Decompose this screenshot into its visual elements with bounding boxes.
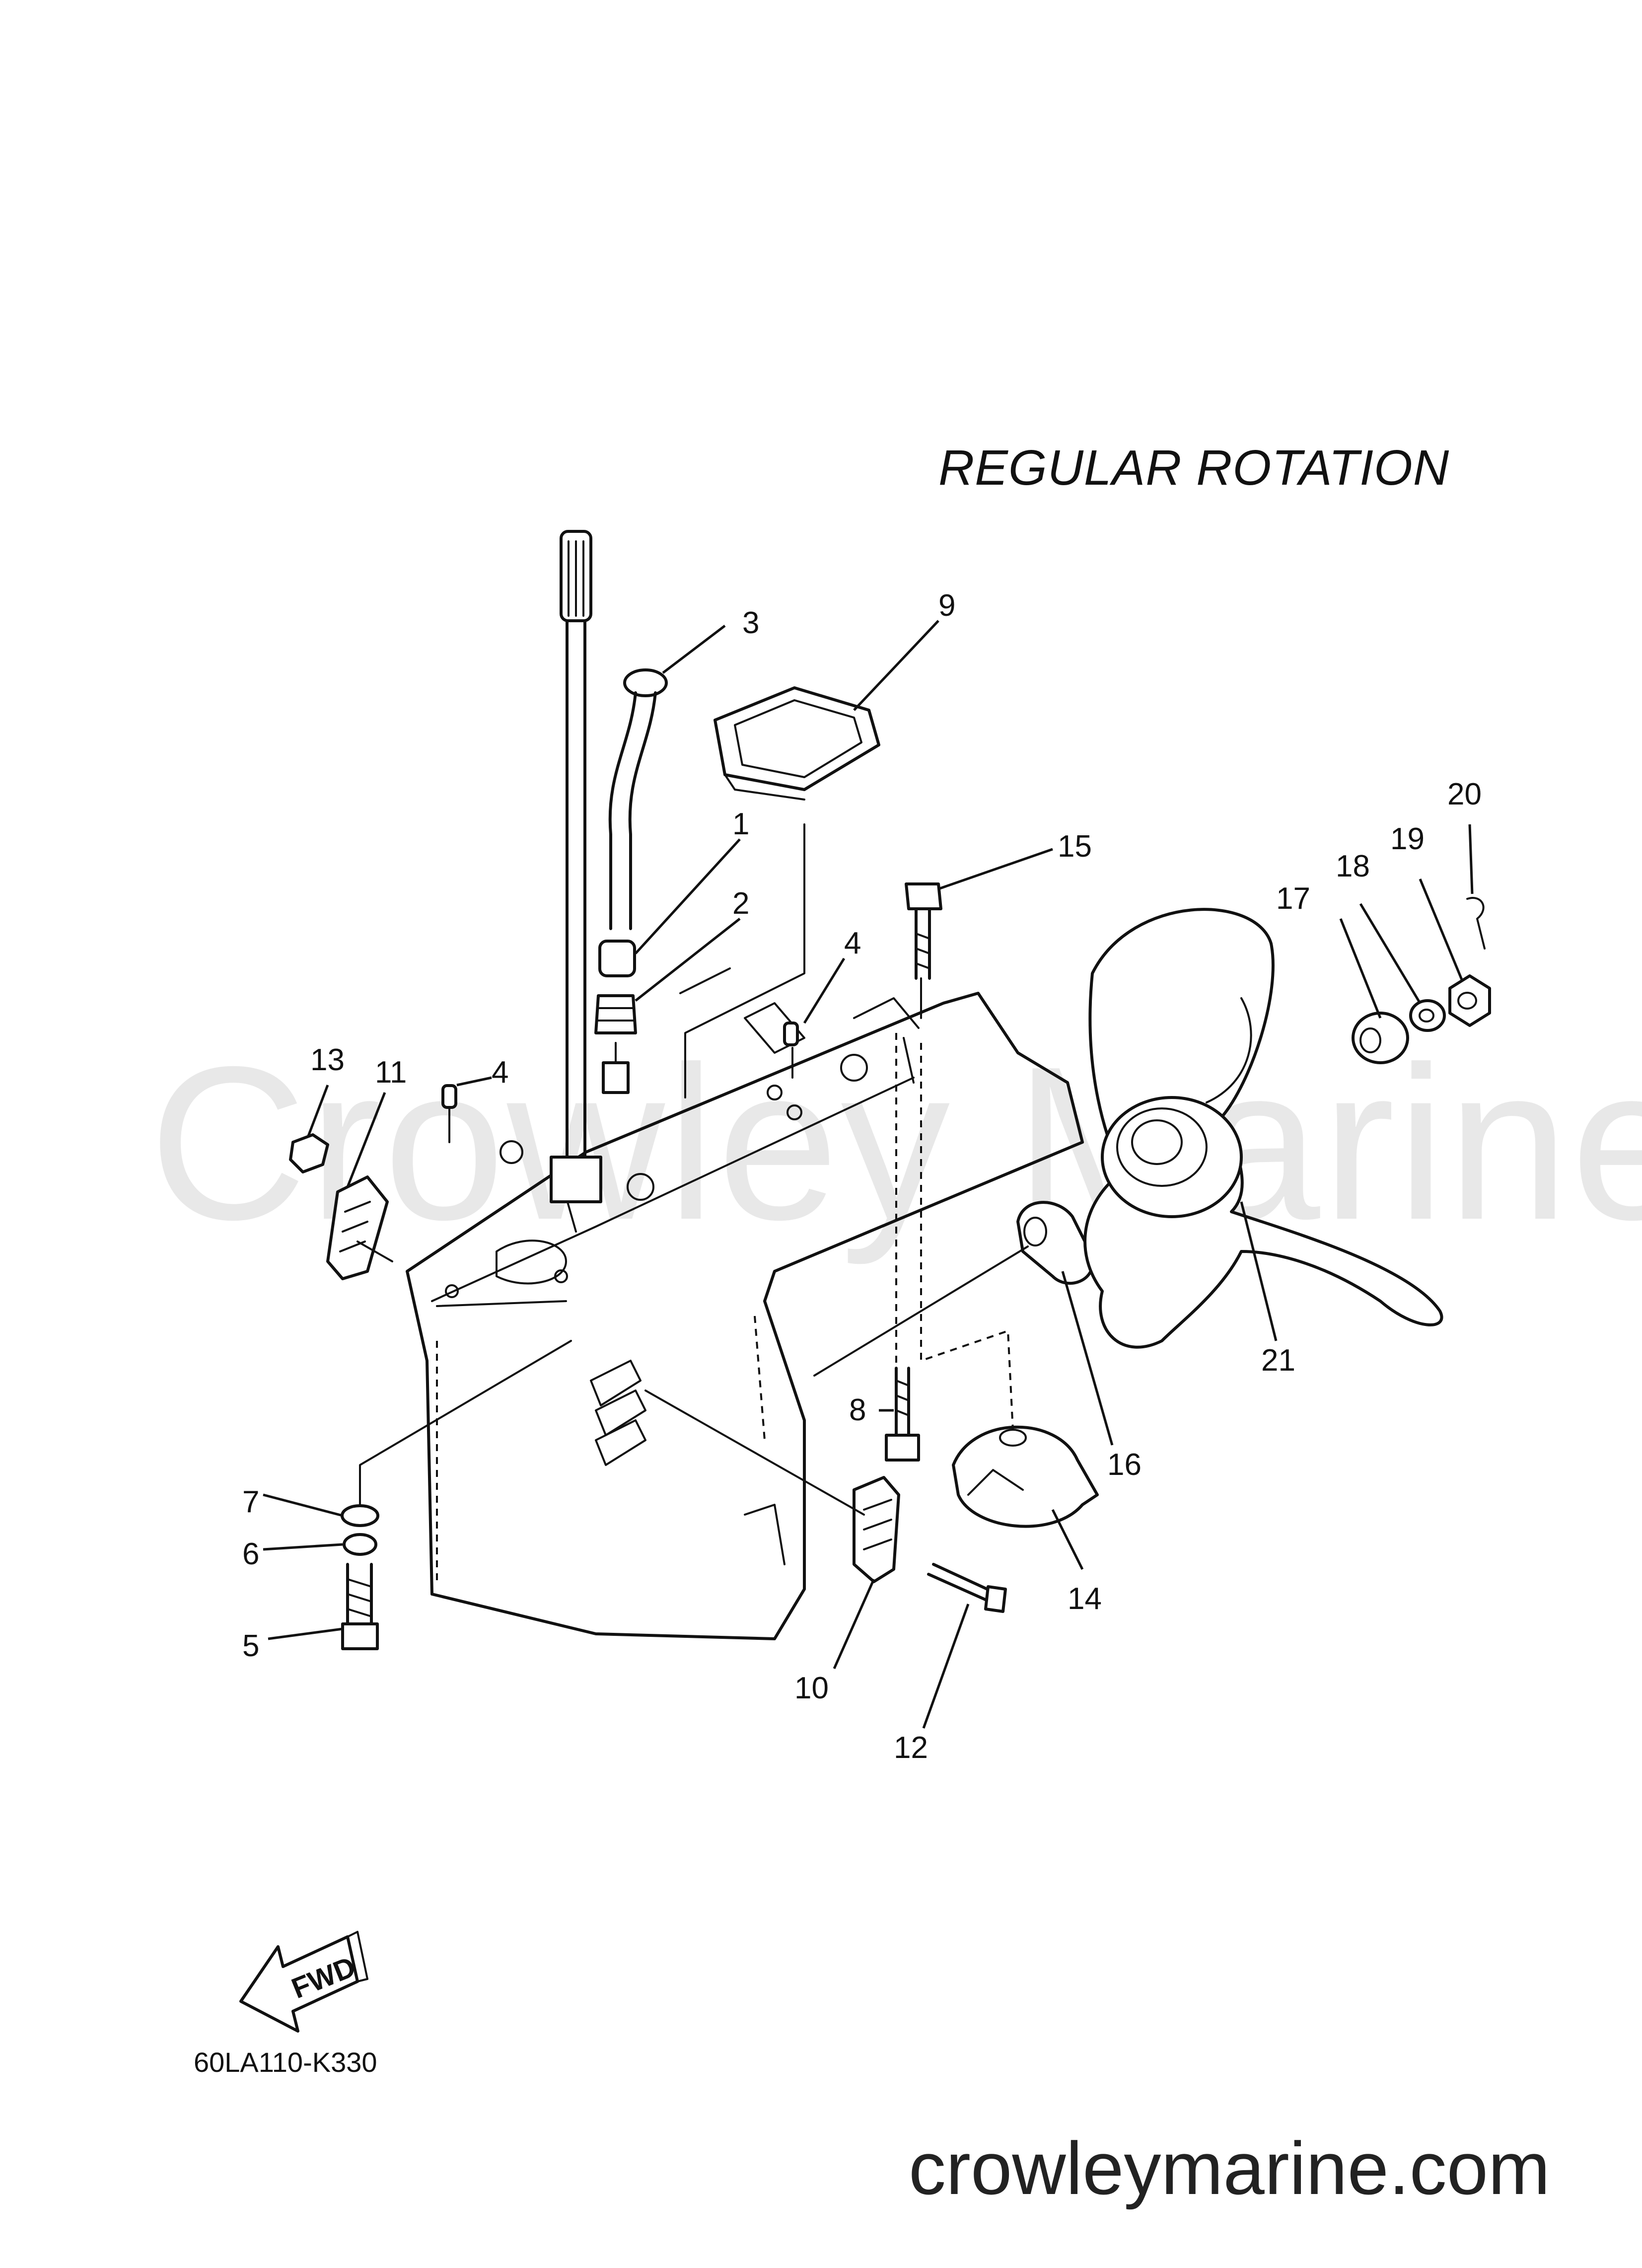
bolt-5 xyxy=(341,1563,379,1650)
bolt-12 xyxy=(927,1563,1007,1613)
callout-7: 7 xyxy=(242,1485,259,1519)
callout-5: 5 xyxy=(242,1629,259,1663)
callout-numbers: 3 9 1 2 4 4 13 11 15 17 18 19 20 21 16 1… xyxy=(242,588,1482,1765)
gasket-9 xyxy=(714,686,880,801)
grommet-1 xyxy=(598,940,636,977)
callout-17: 17 xyxy=(1276,881,1310,916)
callout-2: 2 xyxy=(732,886,749,921)
callout-16: 16 xyxy=(1107,1448,1142,1482)
trim-tab-10 xyxy=(853,1476,900,1583)
callout-8: 8 xyxy=(849,1393,866,1427)
callout-13: 13 xyxy=(310,1043,345,1077)
water-tube xyxy=(594,668,668,1094)
callout-12: 12 xyxy=(894,1731,928,1765)
washer-6 xyxy=(343,1533,377,1556)
callout-4-left: 4 xyxy=(492,1055,508,1090)
website-footer: crowleymarine.com xyxy=(909,2126,1550,2210)
callout-21: 21 xyxy=(1261,1343,1295,1378)
anode-14 xyxy=(952,1425,1099,1528)
washer-18 xyxy=(1409,999,1446,1032)
callout-20: 20 xyxy=(1447,777,1482,811)
callout-4-right: 4 xyxy=(844,926,861,960)
callout-11: 11 xyxy=(375,1055,407,1090)
bolt-8 xyxy=(885,1367,920,1462)
seal-2 xyxy=(594,994,637,1034)
washer-17 xyxy=(1352,1012,1409,1064)
fwd-arrow-icon: FWD xyxy=(239,1931,368,2033)
callout-15: 15 xyxy=(1058,829,1092,864)
bolt-15 xyxy=(905,882,942,980)
page-title: REGULAR ROTATION xyxy=(938,440,1450,496)
assembly-lines xyxy=(357,823,1029,1516)
callout-6: 6 xyxy=(242,1537,259,1571)
callout-14: 14 xyxy=(1068,1582,1102,1616)
washer-7 xyxy=(341,1504,379,1527)
callout-18: 18 xyxy=(1336,849,1370,883)
callout-10: 10 xyxy=(794,1671,829,1705)
cotter-pin-20 xyxy=(1466,897,1486,950)
callout-9: 9 xyxy=(938,588,955,623)
dowel-pin-4-right xyxy=(783,1022,799,1046)
leader-lines xyxy=(263,620,1474,1729)
lower-case-housing xyxy=(406,992,1084,1640)
callout-3: 3 xyxy=(742,606,759,640)
trim-tab-11 xyxy=(326,1175,389,1280)
nut-19 xyxy=(1448,974,1491,1027)
nut-13 xyxy=(289,1133,329,1173)
dowel-pin-4-left xyxy=(441,1084,457,1109)
callout-1: 1 xyxy=(732,807,749,841)
callout-19: 19 xyxy=(1390,822,1425,856)
drive-shaft xyxy=(550,530,602,1203)
propeller-21 xyxy=(1083,908,1443,1349)
diagram-code: 60LA110-K330 xyxy=(194,2047,377,2078)
spacer-16 xyxy=(1016,1201,1095,1285)
